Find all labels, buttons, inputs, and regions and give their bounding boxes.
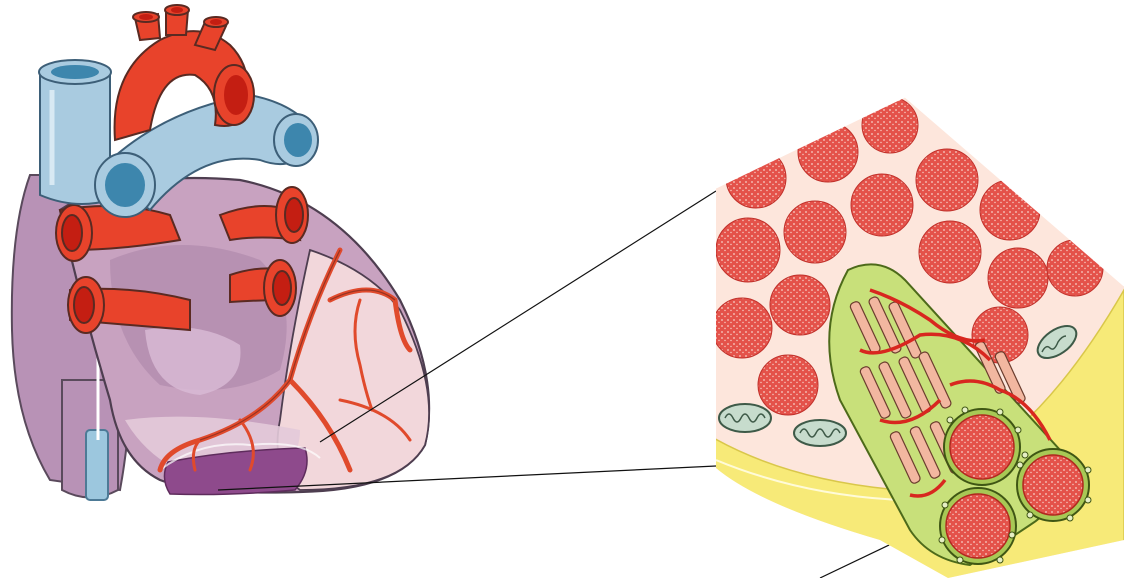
heart: [12, 5, 429, 500]
vena-cava-opening: [86, 430, 108, 500]
